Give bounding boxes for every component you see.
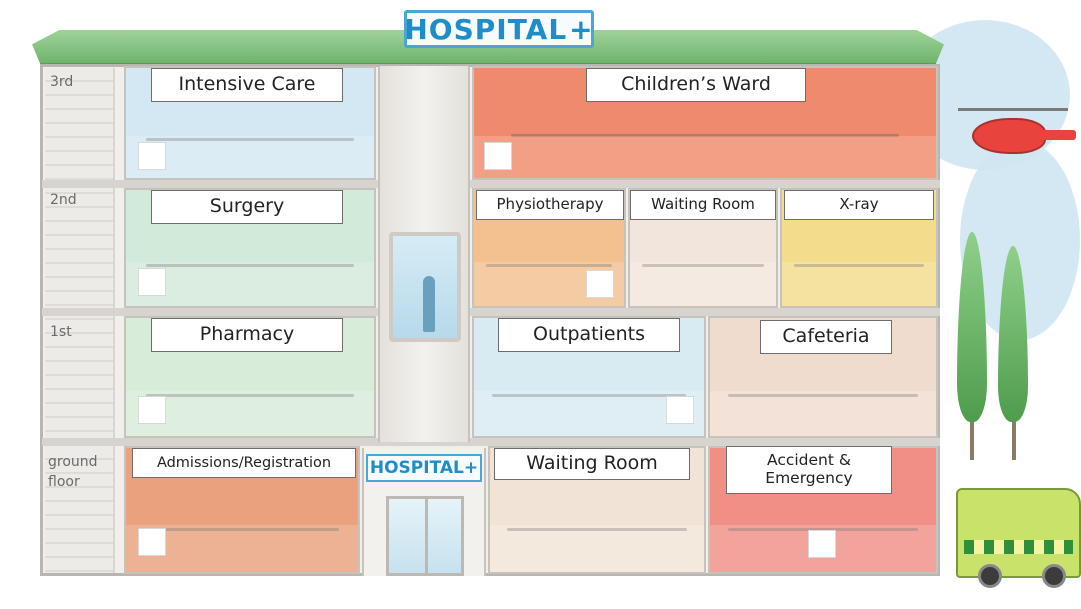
answer-box (484, 142, 512, 170)
tree-trunk (970, 420, 974, 460)
tree-trunk (1012, 420, 1016, 460)
answer-box (138, 528, 166, 556)
answer-box (586, 270, 614, 298)
answer-box (138, 142, 166, 170)
label-xray: X-ray (784, 190, 934, 220)
floor-label-1st: 1st (50, 324, 72, 340)
label-waiting-room-2nd: Waiting Room (630, 190, 776, 220)
answer-box (808, 530, 836, 558)
floor-label-ground: ground floor (48, 454, 98, 490)
label-surgery: Surgery (151, 190, 343, 224)
hospital-entrance-sign: HOSPITAL+ (366, 454, 482, 482)
elevator (389, 232, 461, 342)
label-physiotherapy: Physiotherapy (476, 190, 624, 220)
floor-label-2nd: 2nd (50, 192, 77, 208)
label-admissions: Admissions/Registration (132, 448, 356, 478)
label-cafeteria: Cafeteria (760, 320, 892, 354)
plus-icon: + (463, 458, 479, 478)
hospital-main-sign: HOSPITAL+ (404, 10, 594, 48)
hospital-sign-text: HOSPITAL (404, 12, 568, 46)
label-pharmacy: Pharmacy (151, 318, 343, 352)
floor-slab (42, 180, 940, 188)
hospital-entrance-sign-text: HOSPITAL (369, 458, 464, 478)
helicopter-tail (1040, 130, 1076, 140)
entrance-door (386, 496, 464, 576)
label-outpatients: Outpatients (498, 318, 680, 352)
helicopter-icon (972, 118, 1046, 154)
floor-label-3rd: 3rd (50, 74, 74, 90)
label-accident-emergency: Accident & Emergency (726, 446, 892, 494)
answer-box (138, 268, 166, 296)
ambulance-icon (956, 488, 1081, 588)
person-figure (423, 276, 435, 332)
stairwell (45, 68, 115, 573)
label-intensive-care: Intensive Care (151, 68, 343, 102)
helicopter-rotor (958, 108, 1068, 111)
floor-slab (42, 308, 940, 316)
label-waiting-room-ground: Waiting Room (494, 448, 690, 480)
floor-slab (42, 438, 940, 446)
answer-box (138, 396, 166, 424)
plus-icon: + (569, 12, 594, 46)
answer-box (666, 396, 694, 424)
label-childrens-ward: Children’s Ward (586, 68, 806, 102)
